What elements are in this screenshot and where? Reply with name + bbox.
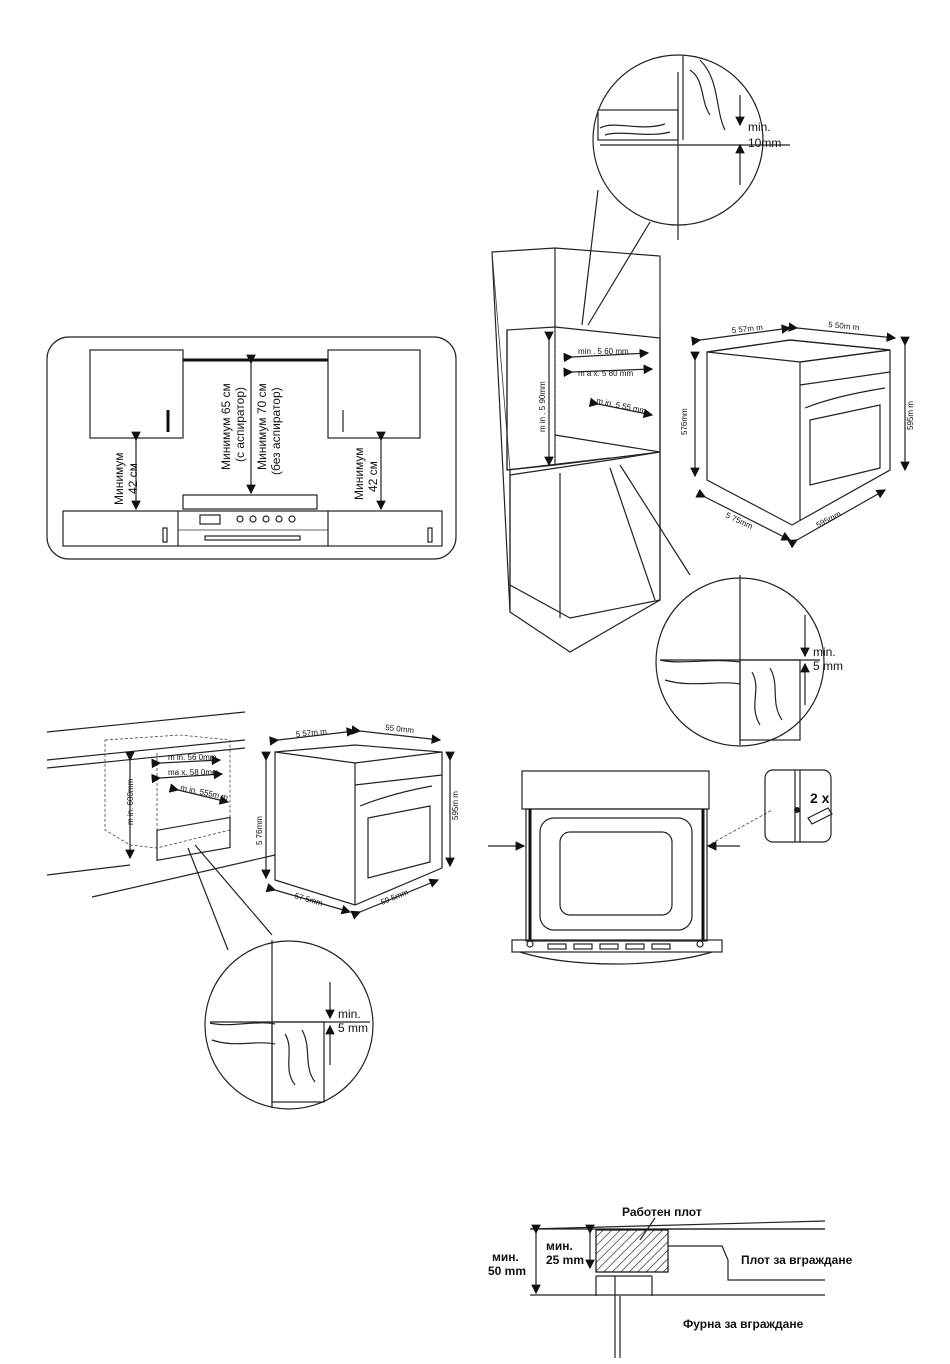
oven-depth-top: 5 50m m <box>828 320 860 332</box>
uc-oven-height-front: 595m m <box>451 791 460 820</box>
screws-count: 2 x <box>810 790 830 806</box>
niche-min-depth: m in. 5 55 mm <box>596 396 648 415</box>
worktop-label: Работен плот <box>622 1205 702 1219</box>
oven-height-front: 595m m <box>906 401 915 430</box>
niche-min-height: m in . 5 90mm <box>538 381 547 432</box>
uc-detail-min: min. <box>338 1007 361 1021</box>
min-outer-label-2: 50 mm <box>488 1264 526 1278</box>
oven-width-top: 5 57m m <box>731 323 763 335</box>
top-detail-value: 10mm <box>748 136 781 150</box>
niche-max-width: m a x. 5 80 mm <box>578 369 633 378</box>
top-detail-min: min. <box>748 120 771 134</box>
cross-section-diagram: Работен плот Плот за вграждане Фурна за … <box>488 1205 853 1358</box>
uc-oven-width-bottom: 59 5mm <box>379 888 409 907</box>
bottom-detail-min: min. <box>813 645 836 659</box>
uc-detail-circle <box>204 940 374 1110</box>
uc-oven-width-top: 5 57m m <box>295 727 327 739</box>
hood-center-label-1: Минимум 65 см <box>219 383 233 470</box>
niche-min-width: min . 5 60 mm <box>578 347 629 356</box>
uc-niche-min-depth: m in. 555m m <box>180 783 230 802</box>
hood-center-label-2: (с аспиратор) <box>233 387 247 462</box>
hood-left-label-2: 42 см <box>126 463 140 494</box>
uc-niche-min-width: m in. 56 0mm <box>168 753 217 762</box>
oven-height-body: 576mm <box>680 408 689 435</box>
uc-oven-depth-top: 55 0mm <box>385 723 415 735</box>
bottom-detail-value: 5 mm <box>813 659 843 673</box>
hood-center-label-4: (без аспиратор) <box>269 387 283 475</box>
min-inner-label-1: мин. <box>546 1239 573 1253</box>
hood-left-label-1: Минимум <box>112 452 126 505</box>
column-installation: min . 5 60 mm m a x. 5 80 mm m in . 5 90… <box>491 54 915 747</box>
right-wall-cabinet <box>327 349 421 439</box>
hob-label: Плот за вграждане <box>741 1253 853 1267</box>
uc-niche-min-height: m in. 600mm <box>126 778 135 825</box>
mounting-front-view: 2 x <box>488 769 833 965</box>
hood-right-label-2: 42 см <box>366 461 380 492</box>
oven-width-bottom: 595mm <box>815 509 843 530</box>
oven-label: Фурна за вграждане <box>683 1317 804 1331</box>
uc-oven-height-body: 5 76mm <box>255 816 264 845</box>
hood-center-label-3: Минимум 70 см <box>255 383 269 470</box>
hood-right-label-1: Минимум <box>352 447 366 500</box>
uc-detail-value: 5 mm <box>338 1021 368 1035</box>
under-counter-installation: m in. 56 0mm ma x. 58 0mm m in. 600mm m … <box>46 711 460 1110</box>
min-outer-label-1: мин. <box>492 1250 519 1264</box>
hood-installation-panel: Минимум 42 см Минимум 42 см Минимум 65 с… <box>46 336 457 560</box>
min-inner-label-2: 25 mm <box>546 1253 584 1267</box>
uc-niche-max-width: ma x. 58 0mm <box>168 768 219 777</box>
